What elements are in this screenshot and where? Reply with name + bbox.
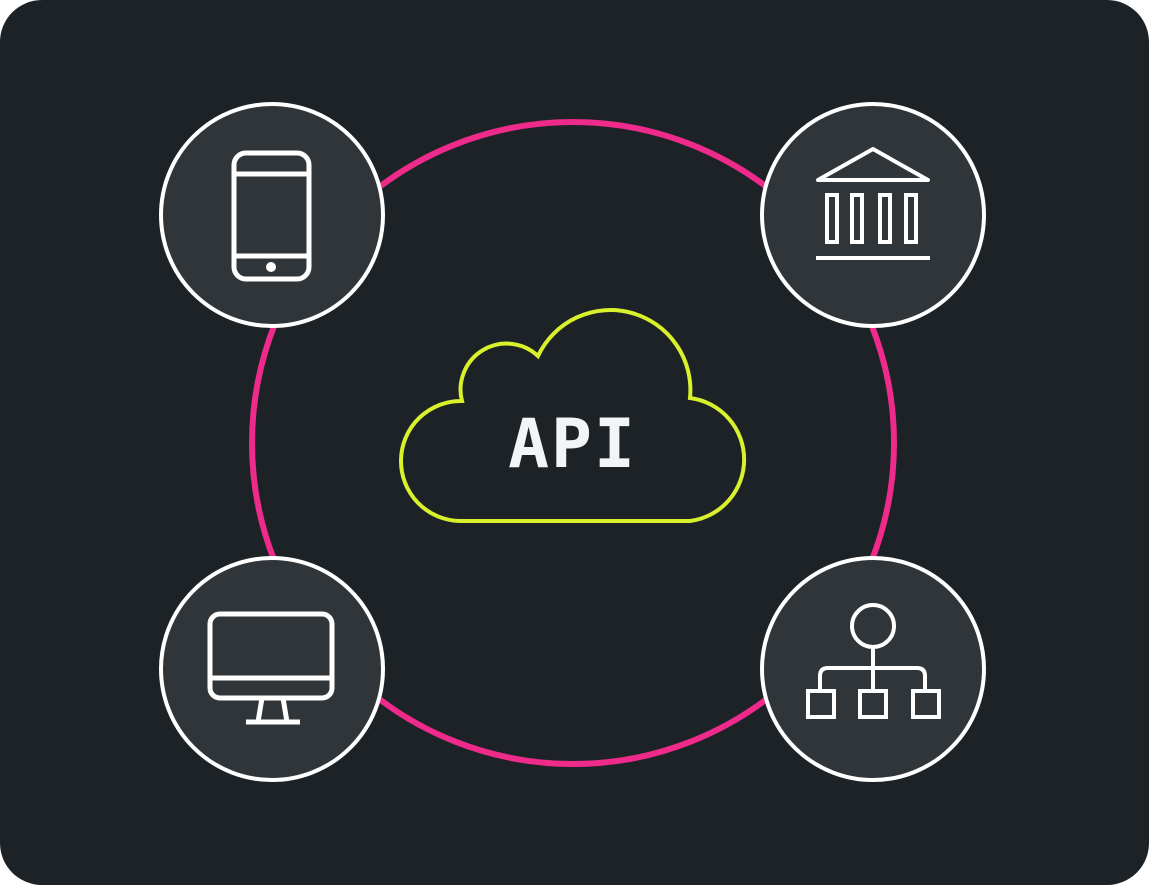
node-smartphone xyxy=(159,102,385,328)
node-network xyxy=(760,556,986,782)
node-desktop xyxy=(159,556,385,782)
api-label: API xyxy=(508,405,637,484)
hierarchy-network-icon xyxy=(806,603,941,719)
smartphone-icon xyxy=(231,150,312,282)
node-bank xyxy=(760,102,986,328)
connection-ring xyxy=(249,119,897,767)
cloud-shape xyxy=(399,308,747,523)
bank-icon xyxy=(816,147,930,260)
desktop-monitor-icon xyxy=(207,611,335,725)
